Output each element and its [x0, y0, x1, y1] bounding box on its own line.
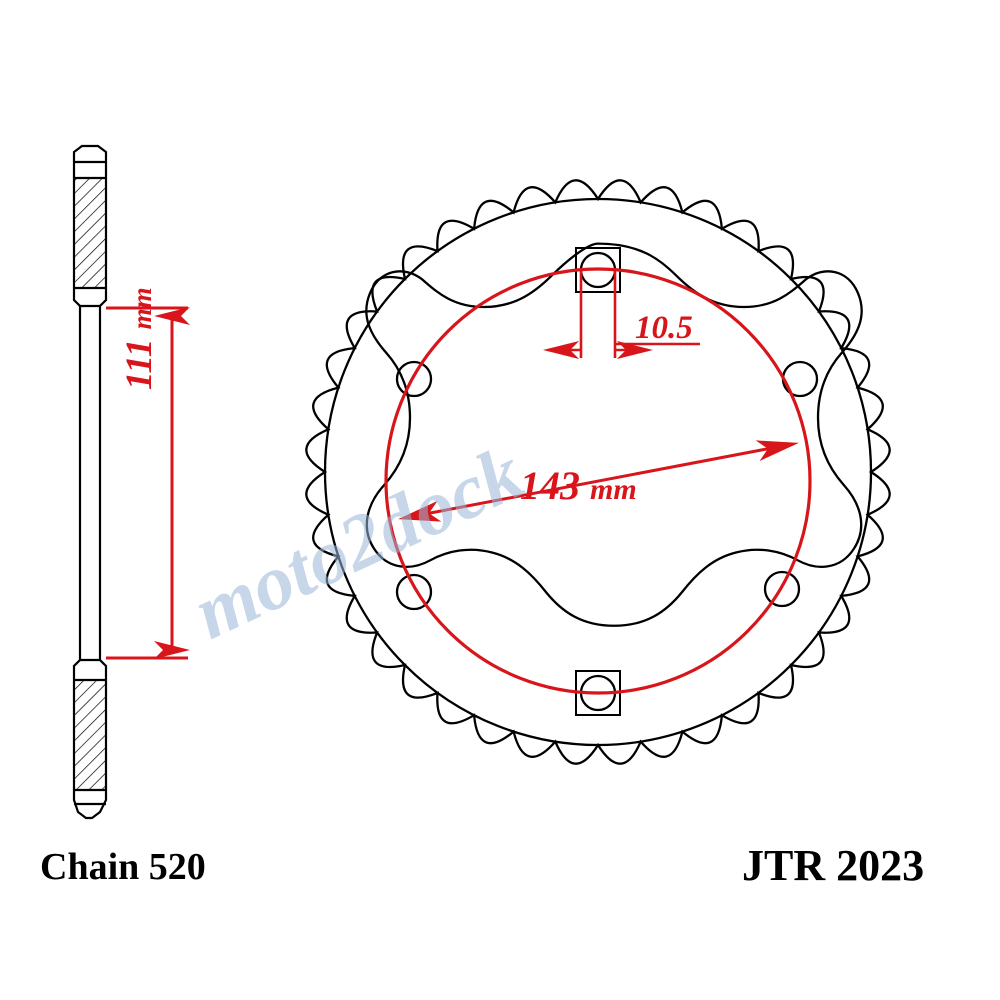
dimension-label-111mm: 111 mm [119, 287, 160, 390]
dimension-label-10-5: 10.5 [635, 310, 693, 346]
dimension-label-143mm: 143 mm [520, 463, 637, 508]
dimension-143mm [384, 267, 812, 695]
part-number-label: JTR 2023 [742, 841, 925, 890]
dimension-10-5 [542, 268, 700, 360]
dimension-111mm [106, 306, 190, 660]
side-profile-view [72, 144, 108, 820]
chain-size-label: Chain 520 [40, 846, 206, 888]
watermark: moto2dock [180, 428, 535, 655]
svg-text:moto2dock: moto2dock [180, 428, 535, 655]
